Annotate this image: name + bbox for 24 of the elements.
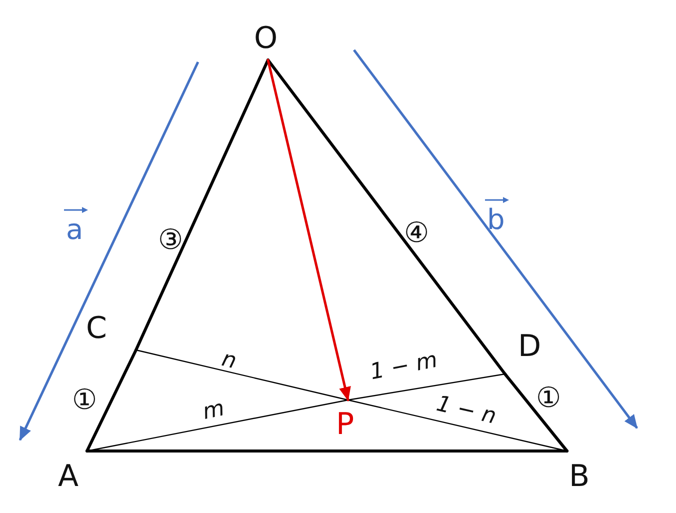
ratio-label: ③ <box>158 226 184 254</box>
line-segment <box>134 58 270 352</box>
line-segment <box>347 373 506 401</box>
ratio-label: ④ <box>404 219 430 247</box>
arrow <box>266 58 351 402</box>
line-segment <box>135 349 349 401</box>
line-segment <box>504 372 568 452</box>
vector-label: b <box>487 206 505 234</box>
line-segment <box>86 348 138 452</box>
point-label: C <box>86 314 107 344</box>
point-label: P <box>336 410 354 440</box>
ratio-label: ① <box>536 384 562 412</box>
edge-label: 1 − m <box>368 350 440 384</box>
edge-label: 1 − n <box>434 394 498 428</box>
point-label: A <box>58 462 79 492</box>
edge-label: n <box>220 348 238 374</box>
point-label: B <box>569 462 590 492</box>
line-segment <box>86 450 568 452</box>
point-label: D <box>518 332 542 362</box>
edge-label: m <box>200 398 226 424</box>
vector-label: a <box>66 216 84 244</box>
ratio-label: ① <box>72 386 98 414</box>
point-label: O <box>254 24 278 54</box>
line-segment <box>266 58 506 376</box>
